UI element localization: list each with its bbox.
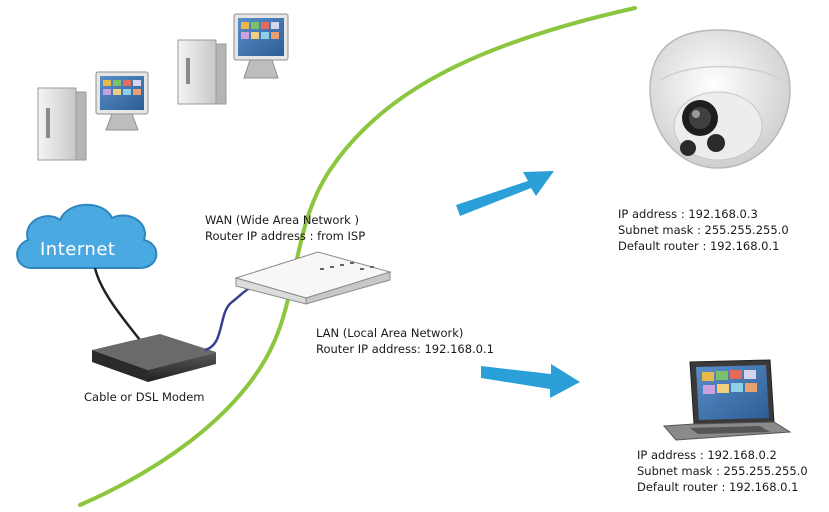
camera-ip-address: IP address : 192.168.0.3 (618, 207, 758, 221)
lan-router-ip: Router IP address: 192.168.0.1 (316, 342, 494, 356)
lan-label-group: LAN (Local Area Network) Router IP addre… (316, 325, 494, 357)
wan-title: WAN (Wide Area Network ) (205, 213, 359, 227)
network-boundary-line (78, 6, 637, 507)
arrow-to-laptop-icon (481, 364, 580, 398)
router-icon (234, 251, 392, 305)
arrow-to-camera-icon (456, 171, 554, 216)
camera-info: IP address : 192.168.0.3 Subnet mask : 2… (618, 206, 789, 254)
modem-router-cable (204, 286, 251, 352)
camera-default-router: Default router : 192.168.0.1 (618, 239, 780, 253)
internet-label: Internet (40, 239, 116, 260)
internet-cable (93, 267, 141, 341)
modem-label: Cable or DSL Modem (84, 390, 205, 404)
lan-title: LAN (Local Area Network) (316, 326, 464, 340)
camera-subnet-mask: Subnet mask : 255.255.255.0 (618, 223, 789, 237)
desktop-computer-2 (177, 13, 289, 105)
laptop-default-router: Default router : 192.168.0.1 (637, 480, 799, 494)
wan-router-ip: Router IP address : from ISP (205, 229, 366, 243)
dome-camera-icon (649, 29, 791, 169)
laptop-info: IP address : 192.168.0.2 Subnet mask : 2… (637, 447, 808, 495)
desktop-computer-1 (37, 71, 149, 161)
modem-icon (92, 334, 216, 382)
wan-label-group: WAN (Wide Area Network ) Router IP addre… (205, 212, 365, 244)
laptop-subnet-mask: Subnet mask : 255.255.255.0 (637, 464, 808, 478)
laptop-icon (662, 359, 792, 441)
internet-cloud-icon (16, 203, 158, 269)
laptop-ip-address: IP address : 192.168.0.2 (637, 448, 777, 462)
